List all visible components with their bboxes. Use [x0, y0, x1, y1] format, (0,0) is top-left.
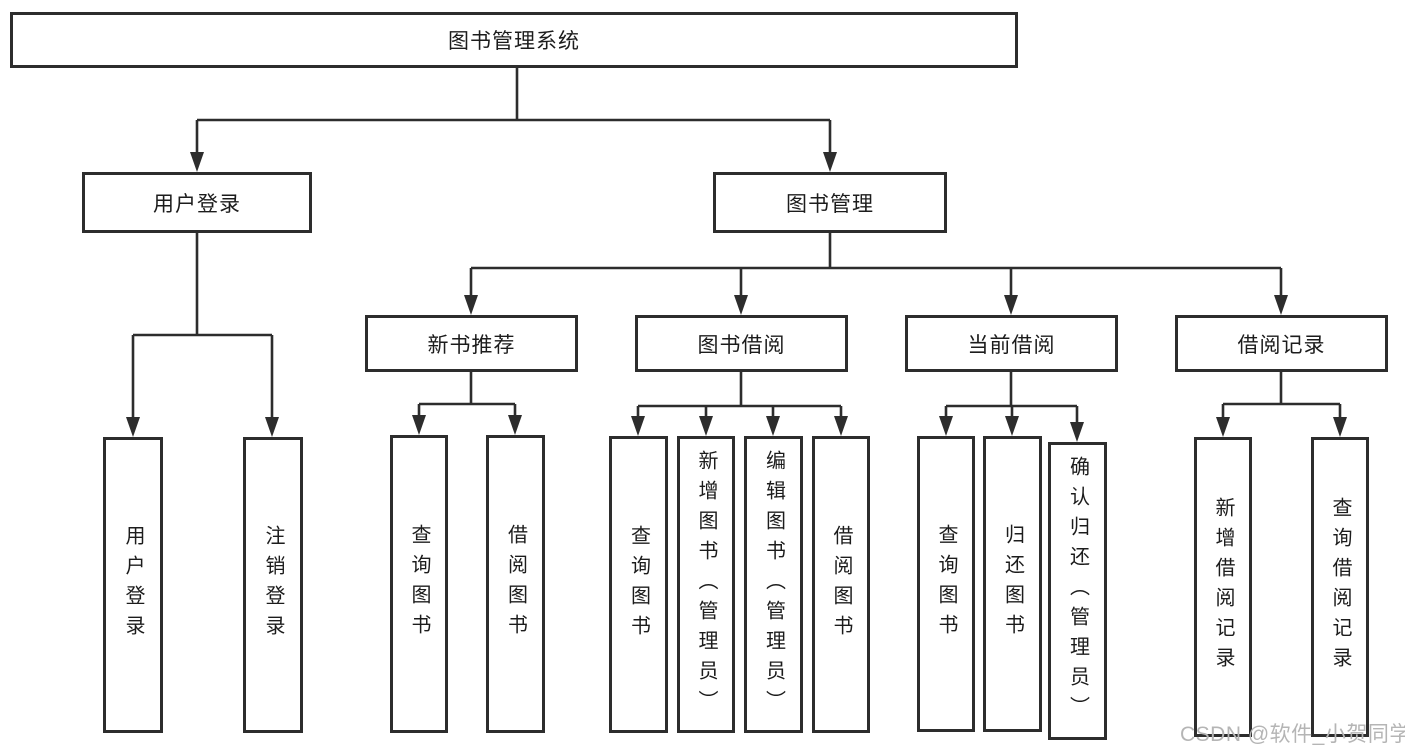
- leaf-add-book-admin-label: 新增图书（管理员）: [695, 449, 717, 720]
- connector-user-login-to-leaves: [126, 233, 279, 437]
- leaf-user-login-label: 用户登录: [122, 525, 144, 645]
- leaf-query-book-recommend-label: 查询图书: [408, 524, 430, 644]
- csdn-watermark: CSDN @软件_小贺同学: [1180, 723, 1405, 746]
- leaf-query-book-current: 查询图书: [917, 436, 975, 732]
- connector-root-to-level1: [190, 68, 837, 172]
- leaf-borrow-book: 借阅图书: [812, 436, 870, 733]
- connector-borrow-record-to-leaves: [1216, 372, 1347, 437]
- leaf-edit-book-admin-label: 编辑图书（管理员）: [762, 449, 785, 720]
- leaf-query-book-borrow: 查询图书: [609, 436, 668, 733]
- leaf-logout-login-label: 注销登录: [262, 525, 284, 645]
- node-borrow-record: 借阅记录: [1175, 315, 1388, 372]
- leaf-query-book-recommend: 查询图书: [390, 435, 448, 733]
- leaf-query-borrow-record-label: 查询借阅记录: [1329, 497, 1351, 677]
- leaf-add-book-admin: 新增图书（管理员）: [677, 436, 735, 733]
- node-current-borrow: 当前借阅: [905, 315, 1118, 372]
- node-user-login: 用户登录: [82, 172, 312, 233]
- leaf-query-book-current-label: 查询图书: [935, 524, 957, 644]
- leaf-query-book-borrow-label: 查询图书: [627, 524, 650, 645]
- leaf-edit-book-admin: 编辑图书（管理员）: [744, 436, 803, 733]
- connector-new-book-recommend-to-leaves: [412, 372, 522, 435]
- leaf-logout-login: 注销登录: [243, 437, 303, 733]
- connector-book-borrow-to-leaves: [631, 372, 848, 436]
- leaf-return-book-label: 归还图书: [1001, 524, 1024, 644]
- node-root-library-management-system: 图书管理系统: [10, 12, 1018, 68]
- leaf-add-borrow-record: 新增借阅记录: [1194, 437, 1252, 737]
- leaf-borrow-book-label: 借阅图书: [830, 524, 852, 645]
- node-book-borrow: 图书借阅: [635, 315, 848, 372]
- node-book-management: 图书管理: [713, 172, 947, 233]
- node-new-book-recommend: 新书推荐: [365, 315, 578, 372]
- leaf-borrow-book-recommend: 借阅图书: [486, 435, 545, 733]
- leaf-add-borrow-record-label: 新增借阅记录: [1212, 497, 1234, 677]
- leaf-borrow-book-recommend-label: 借阅图书: [504, 524, 527, 644]
- connector-book-management-to-level2: [464, 233, 1288, 315]
- leaf-confirm-return-admin: 确认归还（管理员）: [1048, 442, 1107, 740]
- leaf-query-borrow-record: 查询借阅记录: [1311, 437, 1369, 737]
- leaf-confirm-return-admin-label: 确认归还（管理员）: [1066, 456, 1089, 726]
- leaf-return-book: 归还图书: [983, 436, 1042, 732]
- connector-current-borrow-to-leaves: [939, 372, 1084, 442]
- leaf-user-login: 用户登录: [103, 437, 163, 733]
